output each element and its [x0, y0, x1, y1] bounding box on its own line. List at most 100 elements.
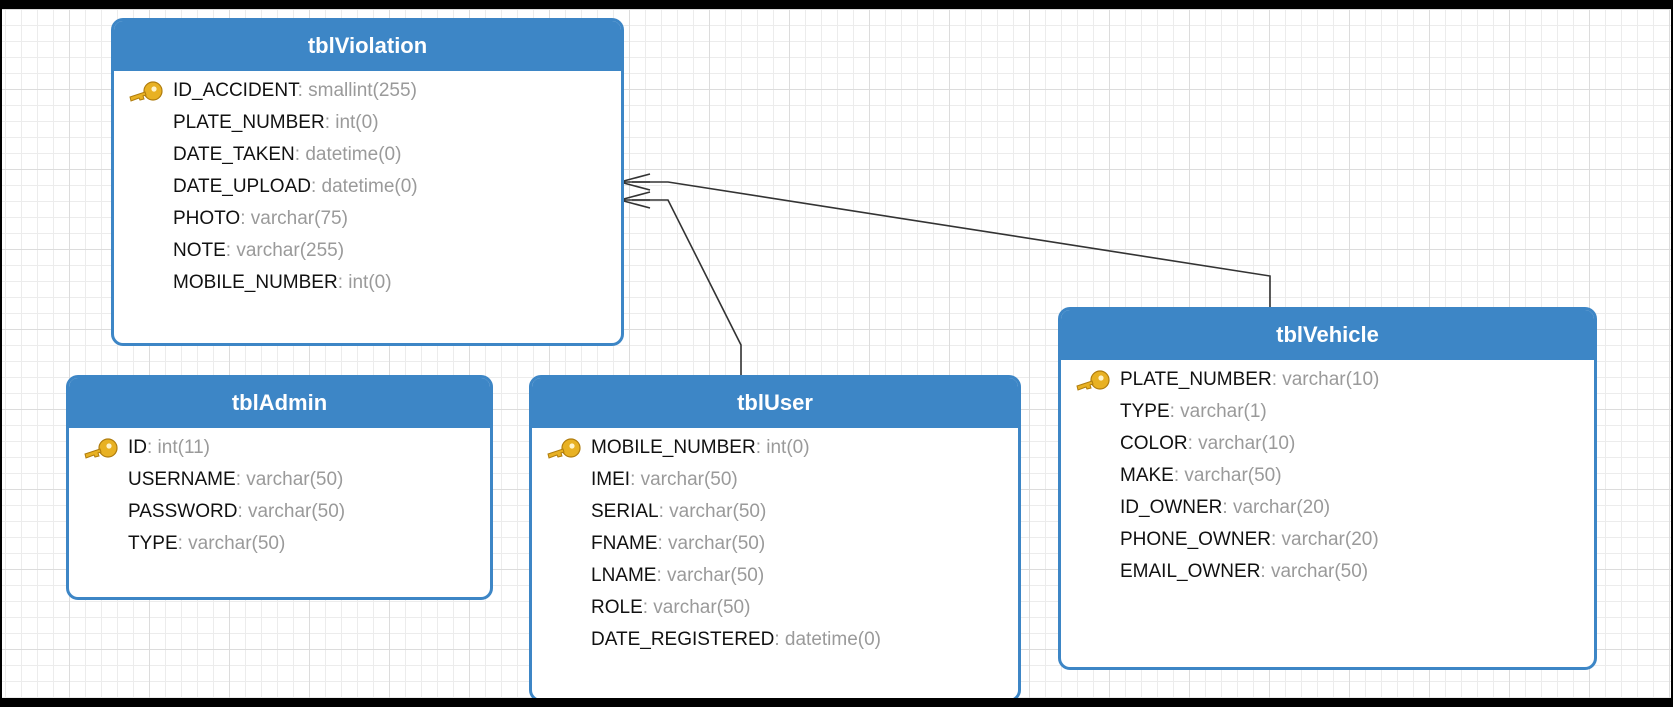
field-name: PHOTO: [173, 208, 241, 229]
field-type: : varchar(50): [235, 469, 344, 490]
field-name: DATE_TAKEN: [173, 144, 295, 165]
field-name: TYPE: [128, 533, 178, 554]
field-row[interactable]: USERNAME: varchar(50): [69, 464, 490, 496]
field-row[interactable]: NOTE: varchar(255): [114, 235, 621, 267]
field-type: : int(0): [337, 272, 392, 293]
field-type: : datetime(0): [774, 629, 882, 650]
field-name: TYPE: [1120, 401, 1170, 422]
field-type: : int(11): [147, 437, 211, 458]
field-type: : datetime(0): [310, 176, 418, 197]
field-row[interactable]: PLATE_NUMBER: int(0): [114, 107, 621, 139]
relation-vehicle-violation: [632, 181, 1271, 307]
field-row[interactable]: PHOTO: varchar(75): [114, 203, 621, 235]
field-name: PHONE_OWNER: [1120, 529, 1271, 550]
field-name: PLATE_NUMBER: [1120, 369, 1272, 390]
field-list: MOBILE_NUMBER: int(0)IMEI: varchar(50)SE…: [532, 428, 1018, 656]
field-type: : varchar(1): [1169, 401, 1267, 422]
field-row[interactable]: DATE_REGISTERED: datetime(0): [532, 624, 1018, 656]
field-row[interactable]: DATE_TAKEN: datetime(0): [114, 139, 621, 171]
field-row[interactable]: MOBILE_NUMBER: int(0): [114, 267, 621, 299]
field-row[interactable]: DATE_UPLOAD: datetime(0): [114, 171, 621, 203]
field-type: : smallint(255): [297, 80, 417, 101]
field-type: : varchar(50): [657, 533, 766, 554]
field-row[interactable]: ID: int(11): [69, 432, 490, 464]
field-name: ID_ACCIDENT: [173, 80, 298, 101]
field-row[interactable]: SERIAL: varchar(50): [532, 496, 1018, 528]
field-row[interactable]: LNAME: varchar(50): [532, 560, 1018, 592]
table-tbluser[interactable]: tblUser MOBILE_NUMBER: int(0)IMEI: varch…: [529, 375, 1021, 702]
table-title: tblViolation: [114, 21, 621, 71]
field-type: : varchar(10): [1271, 369, 1380, 390]
field-name: EMAIL_OWNER: [1120, 561, 1261, 582]
field-name: IMEI: [591, 469, 631, 490]
field-row[interactable]: PLATE_NUMBER: varchar(10): [1061, 364, 1594, 396]
field-type: : varchar(255): [225, 240, 345, 261]
field-name: NOTE: [173, 240, 226, 261]
table-tblviolation[interactable]: tblViolation ID_ACCIDENT: smallint(255)P…: [111, 18, 624, 346]
field-list: ID_ACCIDENT: smallint(255)PLATE_NUMBER: …: [114, 71, 621, 299]
table-title: tblVehicle: [1061, 310, 1594, 360]
field-list: PLATE_NUMBER: varchar(10)TYPE: varchar(1…: [1061, 360, 1594, 588]
frame-border-left: [0, 0, 2, 707]
field-type: : varchar(20): [1222, 497, 1331, 518]
relation-user-violation: [632, 199, 742, 375]
field-name: MAKE: [1120, 465, 1174, 486]
field-type: : varchar(50): [177, 533, 286, 554]
field-row[interactable]: ROLE: varchar(50): [532, 592, 1018, 624]
key-icon: [546, 437, 582, 459]
key-icon: [1075, 369, 1111, 391]
field-type: : varchar(10): [1187, 433, 1296, 454]
key-icon: [83, 437, 119, 459]
crowfoot-icon: [619, 173, 651, 191]
field-row[interactable]: EMAIL_OWNER: varchar(50): [1061, 556, 1594, 588]
field-name: FNAME: [591, 533, 658, 554]
field-type: : varchar(50): [1173, 465, 1282, 486]
field-name: PLATE_NUMBER: [173, 112, 325, 133]
field-type: : varchar(50): [1260, 561, 1369, 582]
field-type: : varchar(50): [630, 469, 738, 490]
field-row[interactable]: COLOR: varchar(10): [1061, 428, 1594, 460]
frame-border-top: [0, 0, 1673, 9]
field-row[interactable]: MAKE: varchar(50): [1061, 460, 1594, 492]
field-type: : varchar(50): [237, 501, 346, 522]
field-name: DATE_UPLOAD: [173, 176, 311, 197]
field-row[interactable]: ID_OWNER: varchar(20): [1061, 492, 1594, 524]
field-list: ID: int(11)USERNAME: varchar(50)PASSWORD…: [69, 428, 490, 560]
field-name: ROLE: [591, 597, 643, 618]
field-type: : varchar(75): [240, 208, 348, 229]
field-name: PASSWORD: [128, 501, 238, 522]
field-name: ID: [128, 437, 147, 458]
field-row[interactable]: TYPE: varchar(1): [1061, 396, 1594, 428]
field-name: USERNAME: [128, 469, 236, 490]
field-type: : varchar(50): [642, 597, 751, 618]
table-tbladmin[interactable]: tblAdmin ID: int(11)USERNAME: varchar(50…: [66, 375, 493, 600]
field-row[interactable]: ID_ACCIDENT: smallint(255): [114, 75, 621, 107]
field-type: : varchar(20): [1270, 529, 1379, 550]
field-type: : varchar(50): [656, 565, 765, 586]
field-name: ID_OWNER: [1120, 497, 1223, 518]
field-name: MOBILE_NUMBER: [173, 272, 338, 293]
field-name: DATE_REGISTERED: [591, 629, 775, 650]
field-type: : datetime(0): [294, 144, 402, 165]
field-name: MOBILE_NUMBER: [591, 437, 756, 458]
field-row[interactable]: FNAME: varchar(50): [532, 528, 1018, 560]
frame-border-bottom: [0, 698, 1673, 707]
field-type: : varchar(50): [658, 501, 767, 522]
field-row[interactable]: TYPE: varchar(50): [69, 528, 490, 560]
field-name: SERIAL: [591, 501, 659, 522]
field-row[interactable]: IMEI: varchar(50): [532, 464, 1018, 496]
field-name: COLOR: [1120, 433, 1188, 454]
field-type: : int(0): [324, 112, 379, 133]
frame-border-right: [1671, 0, 1673, 707]
table-tblvehicle[interactable]: tblVehicle PLATE_NUMBER: varchar(10)TYPE…: [1058, 307, 1597, 670]
crowfoot-icon: [619, 191, 651, 209]
field-row[interactable]: PASSWORD: varchar(50): [69, 496, 490, 528]
field-name: LNAME: [591, 565, 657, 586]
key-icon: [128, 80, 164, 102]
field-row[interactable]: MOBILE_NUMBER: int(0): [532, 432, 1018, 464]
field-type: : int(0): [755, 437, 810, 458]
table-title: tblAdmin: [69, 378, 490, 428]
field-row[interactable]: PHONE_OWNER: varchar(20): [1061, 524, 1594, 556]
